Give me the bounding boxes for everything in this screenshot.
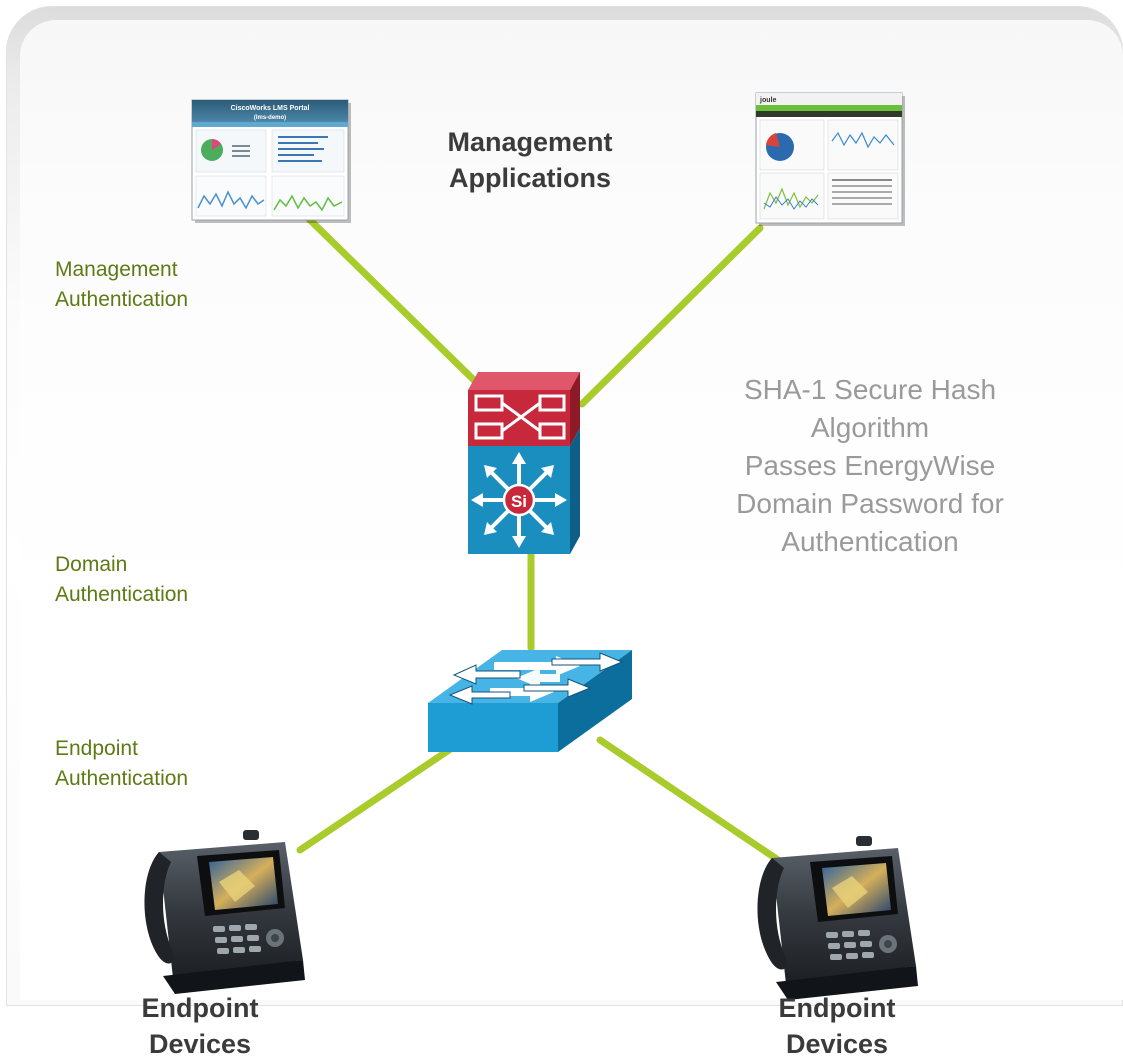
router-icon: Si	[468, 372, 580, 554]
left-app-title: CiscoWorks LMS Portal	[231, 105, 310, 112]
right-phone-icon	[757, 836, 918, 1000]
sha-line-4: Domain Password for	[736, 488, 1004, 519]
title-line-2: Applications	[448, 163, 611, 193]
switch-icon	[428, 650, 632, 752]
domain-auth-line-2: Authentication	[55, 583, 189, 606]
management-auth-line-2: Authentication	[55, 288, 189, 311]
endpoint-auth-line-2: Authentication	[55, 767, 189, 790]
endpoint-left-line-2: Devices	[148, 1029, 252, 1059]
endpoint-left-line-1: Endpoint	[141, 993, 259, 1023]
left-app-subtitle: (lms-demo)	[254, 115, 286, 121]
domain-authentication-label: Domain Authentication	[55, 550, 188, 610]
management-auth-line-1: Management	[55, 258, 178, 281]
sha-line-2: Algorithm	[810, 412, 930, 443]
left-phone-icon	[144, 830, 305, 994]
domain-auth-line-1: Domain	[55, 553, 128, 576]
sha1-note: SHA-1 Secure Hash Algorithm Passes Energ…	[700, 371, 1040, 561]
endpoint-devices-right-label: Endpoint Devices	[737, 990, 937, 1062]
router-si-badge: Si	[511, 492, 527, 511]
link-left-app-to-router	[304, 214, 482, 388]
left-app-screenshot: CiscoWorks LMS Portal (lms-demo)	[191, 99, 351, 223]
endpoint-devices-left-label: Endpoint Devices	[100, 990, 300, 1062]
sha-line-3: Passes EnergyWise	[744, 450, 996, 481]
endpoint-right-line-2: Devices	[785, 1029, 889, 1059]
management-applications-title: Management Applications	[410, 124, 650, 196]
endpoint-right-line-1: Endpoint	[778, 993, 896, 1023]
title-line-1: Management	[447, 127, 613, 157]
link-switch-to-left-phone	[296, 744, 456, 854]
management-authentication-label: Management Authentication	[55, 255, 188, 315]
endpoint-authentication-label: Endpoint Authentication	[55, 734, 188, 794]
right-app-screenshot: joule	[755, 92, 905, 226]
link-switch-to-right-phone	[596, 736, 794, 872]
endpoint-auth-line-1: Endpoint	[55, 737, 138, 760]
right-app-brand: joule	[759, 97, 776, 104]
link-right-app-to-router	[578, 224, 764, 408]
connection-lines	[296, 214, 794, 872]
sha-line-5: Authentication	[781, 526, 959, 557]
sha-line-1: SHA-1 Secure Hash	[743, 374, 997, 405]
